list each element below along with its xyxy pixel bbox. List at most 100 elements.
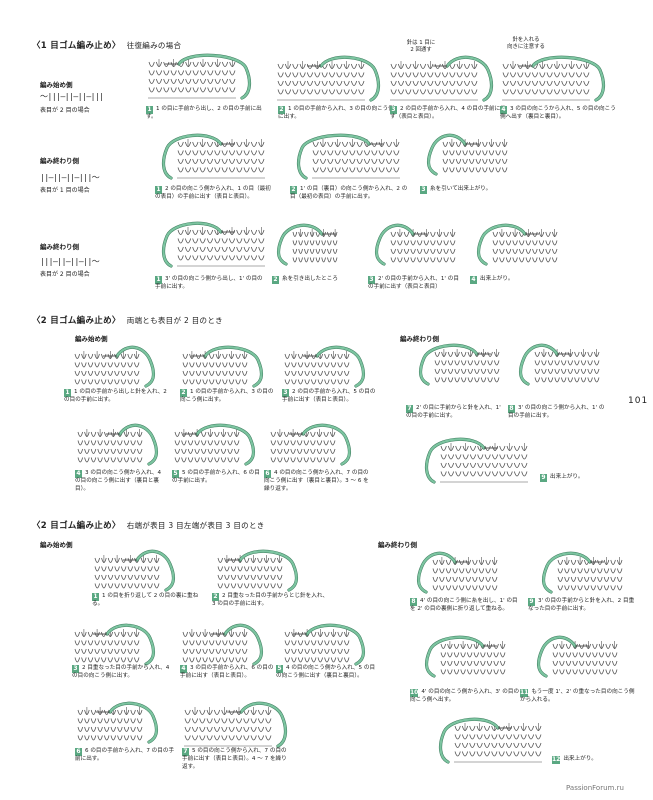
section1-end1-label: 編み終わり側 — [40, 157, 79, 165]
step-number-badge: 10 — [410, 689, 419, 697]
step-text: 1 の目を折り返して 2 の目の裏に重ねる。 — [92, 593, 199, 607]
knitting-swatch-illustration — [161, 221, 265, 268]
section1-fig-b2 — [290, 130, 402, 184]
section3-fig-4 — [180, 620, 270, 670]
step-number-badge: 6 — [75, 748, 82, 756]
step-number-badge: 3 — [282, 389, 289, 397]
section3-fig-3 — [72, 620, 162, 670]
knitting-swatch-illustration — [74, 345, 156, 391]
step-text: 1' の目（裏目）の向こう側から入れ、2 の目（最初の表目）の手前に出す。 — [290, 186, 408, 200]
section3-fig-8 — [410, 548, 500, 598]
step-number-badge: 12 — [552, 756, 561, 764]
knitting-swatch-illustration — [536, 635, 618, 681]
step-number-badge: 3 — [368, 276, 375, 284]
step-number-badge: 5 — [172, 470, 179, 478]
section1-note-a: 針は 1 目に 2 回通す — [406, 40, 436, 54]
step-number-badge: 9 — [540, 474, 547, 482]
step-text: 3' の目の向こう側から入れ、1' の目の手前に出す。 — [508, 405, 605, 419]
step-text: 2' の目に手前からと針を入れ、1' の目の手前に出す。 — [406, 405, 501, 419]
step-text: 出来上がり。 — [480, 276, 514, 282]
step-text: 糸を引いて出来上がり。 — [430, 186, 492, 192]
section1-end1-note: 表目が 1 目の場合 — [40, 187, 90, 194]
section2-title: 〈2 目ゴム編み止め〉両端とも表目が 2 目のとき — [32, 314, 223, 326]
section2-fig-3 — [282, 342, 372, 392]
step-number-badge: 2 — [290, 186, 297, 194]
step-text: 3' の目の手前からと針を入れ、2 目重なった目の手前に出す。 — [528, 598, 635, 612]
knitting-swatch-illustration — [77, 423, 159, 469]
step-number-badge: 2 — [212, 593, 219, 601]
step-number-badge: 7 — [406, 405, 413, 413]
knitting-swatch-illustration — [276, 223, 338, 269]
section1-start-note: 表目が 2 目の場合 — [40, 107, 90, 114]
step-text: 2 の目の向こう側から入れ、1 の目（最初の表目）の手前に出す（表目と表目）。 — [155, 186, 271, 200]
section3-fig-12 — [432, 714, 544, 768]
step-number-badge: 5 — [276, 665, 283, 673]
step-number-badge: 1 — [155, 186, 162, 194]
section1-end2-chain: |||–||–||–||～ — [40, 257, 100, 266]
step-number-badge: 3 — [72, 665, 79, 673]
step-text: 4 の目の向こう側から入れ、5 の目の向こう側に出す（裏目と裏目）。 — [276, 665, 376, 679]
section1-end1-chain: ||–||–||–|||～ — [40, 173, 100, 182]
step-text: 3 の目の向こう側から入れ、4 の目の向こう側に出す（裏目と裏目）。 — [75, 470, 162, 492]
knitting-swatch-illustration — [438, 717, 542, 764]
step-number-badge: 1 — [146, 106, 153, 114]
step-text: 3 の目の手前から入れ、6 の目の手前に出す（表目と表目）。 — [180, 665, 274, 679]
knitting-swatch-illustration — [374, 223, 456, 269]
section3-fig-7 — [182, 698, 294, 752]
section1-subtitle: 往復編みの場合 — [126, 41, 182, 50]
section2-fig-6 — [268, 420, 358, 470]
step-text: 出来上がり。 — [563, 756, 597, 762]
step-number-badge: 7 — [182, 748, 189, 756]
knitting-swatch-illustration — [426, 133, 508, 179]
step-number-badge: 2 — [278, 106, 285, 114]
section2-title-text: 〈2 目ゴム編み止め〉 — [32, 316, 121, 326]
section3-title: 〈2 目ゴム編み止め〉右端が表目 3 目左端が表目 3 目のとき — [32, 519, 265, 531]
section3-title-text: 〈2 目ゴム編み止め〉 — [32, 521, 121, 531]
step-number-badge: 1 — [64, 389, 71, 397]
section3-start-label: 編み始め側 — [40, 541, 73, 549]
knitting-swatch-illustration — [94, 549, 176, 595]
knitting-swatch-illustration — [541, 551, 623, 597]
section2-fig-2 — [180, 342, 270, 392]
section3-fig-2 — [215, 546, 305, 596]
step-text: 出来上がり。 — [550, 474, 584, 480]
step-text: 4 の目の向こう側から入れ、7 の目の向こう側に出す（裏目と裏目）。3 ～ 6 … — [264, 470, 369, 492]
section2-fig-1 — [72, 342, 162, 392]
section1-end2-note: 表目が 2 目の場合 — [40, 271, 90, 278]
section2-fig-9 — [418, 434, 530, 488]
step-number-badge: 2 — [180, 389, 187, 397]
step-text: もう一度 1'、2' の重なった目の向こう側から入れる。 — [520, 689, 635, 703]
step-text: 2' の目の手前から入れ、1' の目の手前に出す（表目と表目） — [368, 276, 459, 290]
section1-end2-label: 編み終わり側 — [40, 243, 79, 251]
section1-start-chain: ～|||–||–||–||| — [40, 92, 104, 101]
section2-subtitle: 両端とも表目が 2 目のとき — [126, 316, 223, 325]
knitting-swatch-illustration — [74, 623, 156, 669]
knitting-swatch-illustration — [182, 623, 264, 669]
section2-start-label: 編み始め側 — [75, 335, 108, 343]
step-text: 5 の目の手前から入れ、6 の目の手前に出す。 — [172, 470, 260, 484]
section3-end-label: 編み終わり側 — [378, 541, 417, 549]
section1-fig-c1 — [155, 218, 267, 272]
knitting-swatch-illustration — [418, 343, 500, 389]
step-text: 5 の目の向こう側から入れ、7 の目の手前に出す（表目と表目）。4 ～ 7 を繰… — [182, 748, 287, 770]
step-number-badge: 3 — [390, 106, 397, 114]
step-text: 3' の目の向こう側から出し、1' の目の手前に出す。 — [155, 276, 263, 290]
step-number-badge: 1 — [92, 593, 99, 601]
